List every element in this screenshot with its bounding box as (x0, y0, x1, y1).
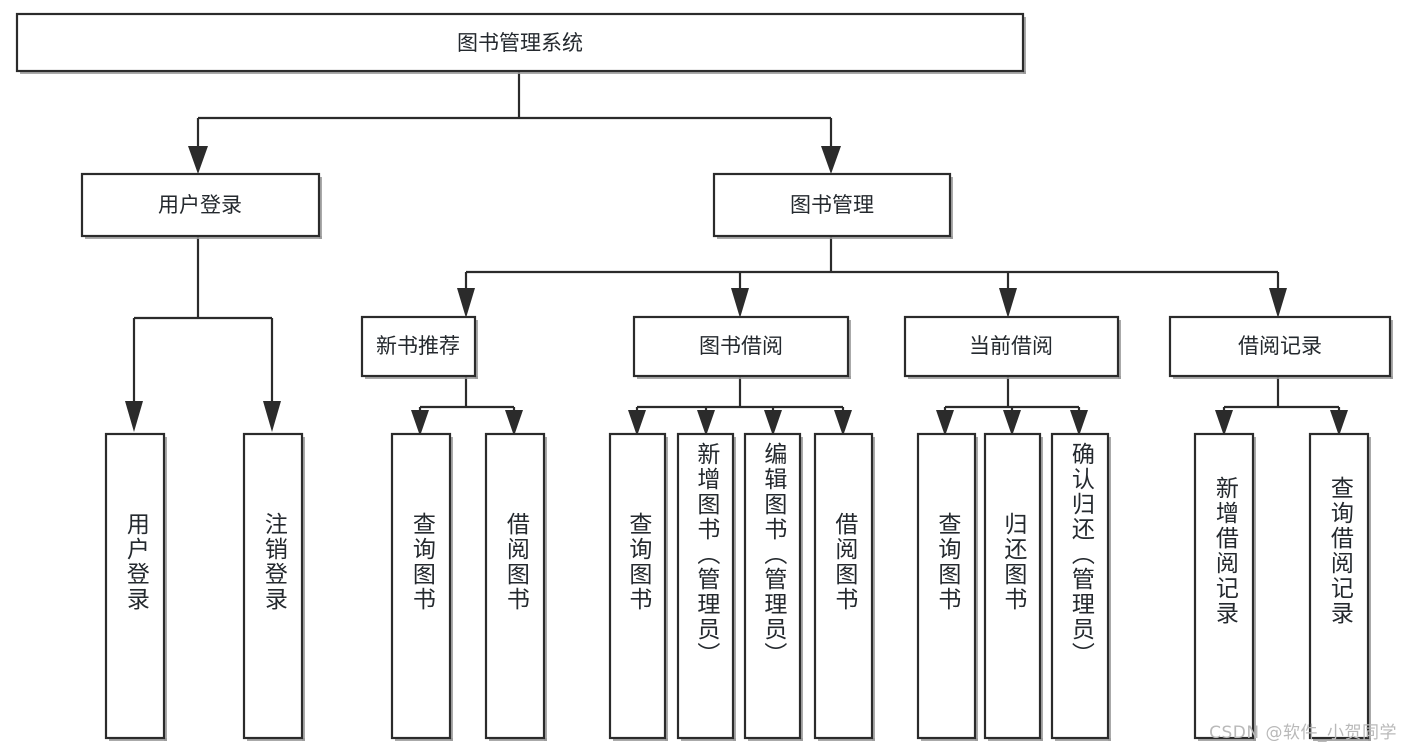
arrow-head-to-new-book (457, 288, 475, 318)
leaf-box-user-login-1[interactable] (104, 432, 166, 740)
leaf-box-current-borrow-2[interactable] (983, 432, 1042, 740)
arrow-head-to-user-login (188, 146, 208, 174)
node-borrow-record-label: 借阅记录 (1238, 334, 1322, 358)
arrow-head-leaf-currentborrow-3 (1070, 410, 1088, 436)
leaf-box-current-borrow-1[interactable] (916, 432, 977, 740)
node-book-borrow-label: 图书借阅 (699, 334, 783, 358)
node-borrow-record-box[interactable] (1168, 315, 1392, 378)
arrow-head-leaf-bookborrow-3 (764, 410, 782, 436)
leaf-box-borrow-record-1[interactable] (1193, 432, 1255, 740)
node-root-label: 图书管理系统 (457, 31, 583, 55)
arrow-head-to-current-borrow (999, 288, 1017, 318)
box-layer: 图书管理系统 用户登录 图书管理 新书推荐 图书借阅 当前借阅 借阅记录 (15, 12, 1392, 740)
leaf-box-new-book-2[interactable] (484, 432, 546, 740)
watermark-text: CSDN @软件_小贺同学 (1209, 723, 1397, 743)
arrow-head-leaf-currentborrow-2 (1003, 410, 1021, 436)
node-book-manage-box[interactable] (712, 172, 952, 238)
arrow-head-to-book-borrow (731, 288, 749, 318)
leaf-box-new-book-1[interactable] (390, 432, 452, 740)
connector-layer (125, 68, 1348, 436)
arrow-head-leaf-borrowrecord-2 (1330, 410, 1348, 436)
arrow-head-leaf-user-2 (263, 401, 281, 432)
arrow-head-leaf-user-1 (125, 401, 143, 432)
leaf-box-book-borrow-1[interactable] (608, 432, 667, 740)
node-book-borrow-box[interactable] (632, 315, 850, 378)
arrow-head-to-borrow-record (1269, 288, 1287, 318)
node-user-login-label: 用户登录 (158, 193, 242, 217)
node-root-box[interactable] (15, 12, 1025, 73)
leaf-box-borrow-record-2[interactable] (1308, 432, 1370, 740)
arrow-head-leaf-currentborrow-1 (936, 410, 954, 436)
leaf-box-user-login-2[interactable] (242, 432, 304, 740)
arrow-head-leaf-bookborrow-1 (628, 410, 646, 436)
arrow-head-leaf-newbook-1 (411, 410, 429, 436)
node-book-manage-label: 图书管理 (790, 193, 874, 217)
node-current-borrow-label: 当前借阅 (969, 334, 1053, 358)
node-current-borrow-box[interactable] (903, 315, 1120, 378)
leaf-box-book-borrow-2[interactable] (676, 432, 735, 740)
leaf-box-book-borrow-3[interactable] (743, 432, 802, 740)
arrow-head-leaf-borrowrecord-1 (1215, 410, 1233, 436)
node-new-book-recommend-box[interactable] (360, 315, 477, 378)
arrow-head-leaf-newbook-2 (505, 410, 523, 436)
arrow-head-to-book-manage (821, 146, 841, 174)
arrow-head-leaf-bookborrow-2 (697, 410, 715, 436)
box-shadow-layer (20, 17, 1393, 741)
arrow-head-leaf-bookborrow-4 (834, 410, 852, 436)
leaf-box-current-borrow-3[interactable] (1050, 432, 1110, 740)
node-user-login-box[interactable] (80, 172, 321, 238)
leaf-box-book-borrow-4[interactable] (813, 432, 874, 740)
node-new-book-recommend-label: 新书推荐 (376, 334, 460, 358)
